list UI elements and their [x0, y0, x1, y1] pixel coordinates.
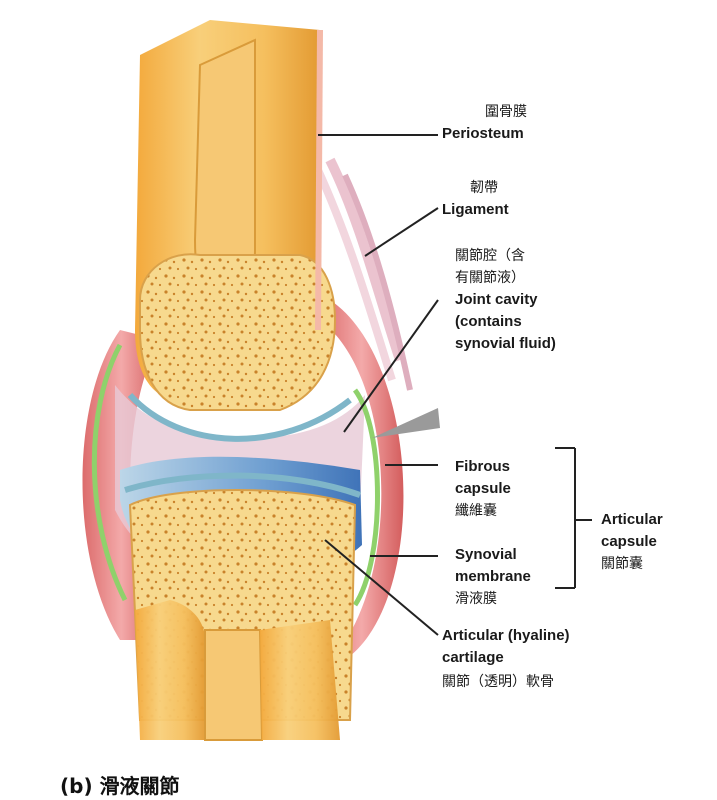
articular-cartilage-label-zh: 關節（透明）軟骨: [442, 674, 554, 690]
synovial-membrane-label-en-2: membrane: [455, 568, 531, 585]
periosteum-edge: [315, 29, 323, 331]
articular-capsule-label-zh: 關節囊: [601, 556, 643, 572]
joint-cavity-label-en-2: (contains: [455, 313, 522, 330]
synovial-membrane-left: [91, 343, 128, 602]
ligament-label-en: Ligament: [442, 201, 509, 218]
joint-cavity-label-zh-2: 有關節液）: [455, 270, 525, 286]
lower-bone-shaft-right: [260, 620, 340, 740]
joint-cavity-leader: [343, 299, 439, 433]
joint-cavity-pointer-wedge: [372, 408, 440, 438]
articular-capsule-label-en-1: Articular: [601, 511, 663, 528]
fibrous-capsule-label-zh: 纖維囊: [455, 503, 497, 519]
fibrous-capsule-label-en-2: capsule: [455, 480, 511, 497]
upper-bone-epiphysis: [139, 253, 337, 411]
synovial-membrane-label-en-1: Synovial: [455, 546, 517, 563]
fibrous-capsule-right-shape: [320, 300, 404, 660]
fibrous-capsule-label-en-1: Fibrous: [455, 458, 510, 475]
ligament-label-zh: 韌帶: [470, 180, 498, 196]
joint-cavity-label-en-3: synovial fluid): [455, 335, 556, 352]
periosteum-label-en: Periosteum: [442, 125, 524, 142]
upper-cartilage: [127, 392, 352, 442]
joint-cavity-label-zh-1: 關節腔（含: [455, 248, 525, 264]
figure-caption: (b) 滑液關節: [60, 774, 180, 798]
joint-cavity-label-en-1: Joint cavity: [455, 291, 538, 308]
cartilage-leader: [324, 539, 439, 636]
articular-capsule-label-en-2: capsule: [601, 533, 657, 550]
lower-cartilage: [124, 472, 362, 498]
leader-lines: [318, 134, 592, 636]
ligament-fibers: [314, 157, 413, 391]
lower-bone-canal: [204, 629, 264, 741]
lower-bone-shaft-left: [135, 600, 205, 740]
articular-cartilage-label-en-1: Articular (hyaline): [442, 627, 570, 644]
periosteum-label-zh: 圍骨膜: [485, 104, 527, 120]
articular-cartilage-label-en-2: cartilage: [442, 649, 504, 666]
ligament-leader: [364, 207, 439, 257]
synovial-membrane-right: [352, 388, 380, 607]
synovial-membrane-label-zh: 滑液膜: [455, 591, 497, 607]
